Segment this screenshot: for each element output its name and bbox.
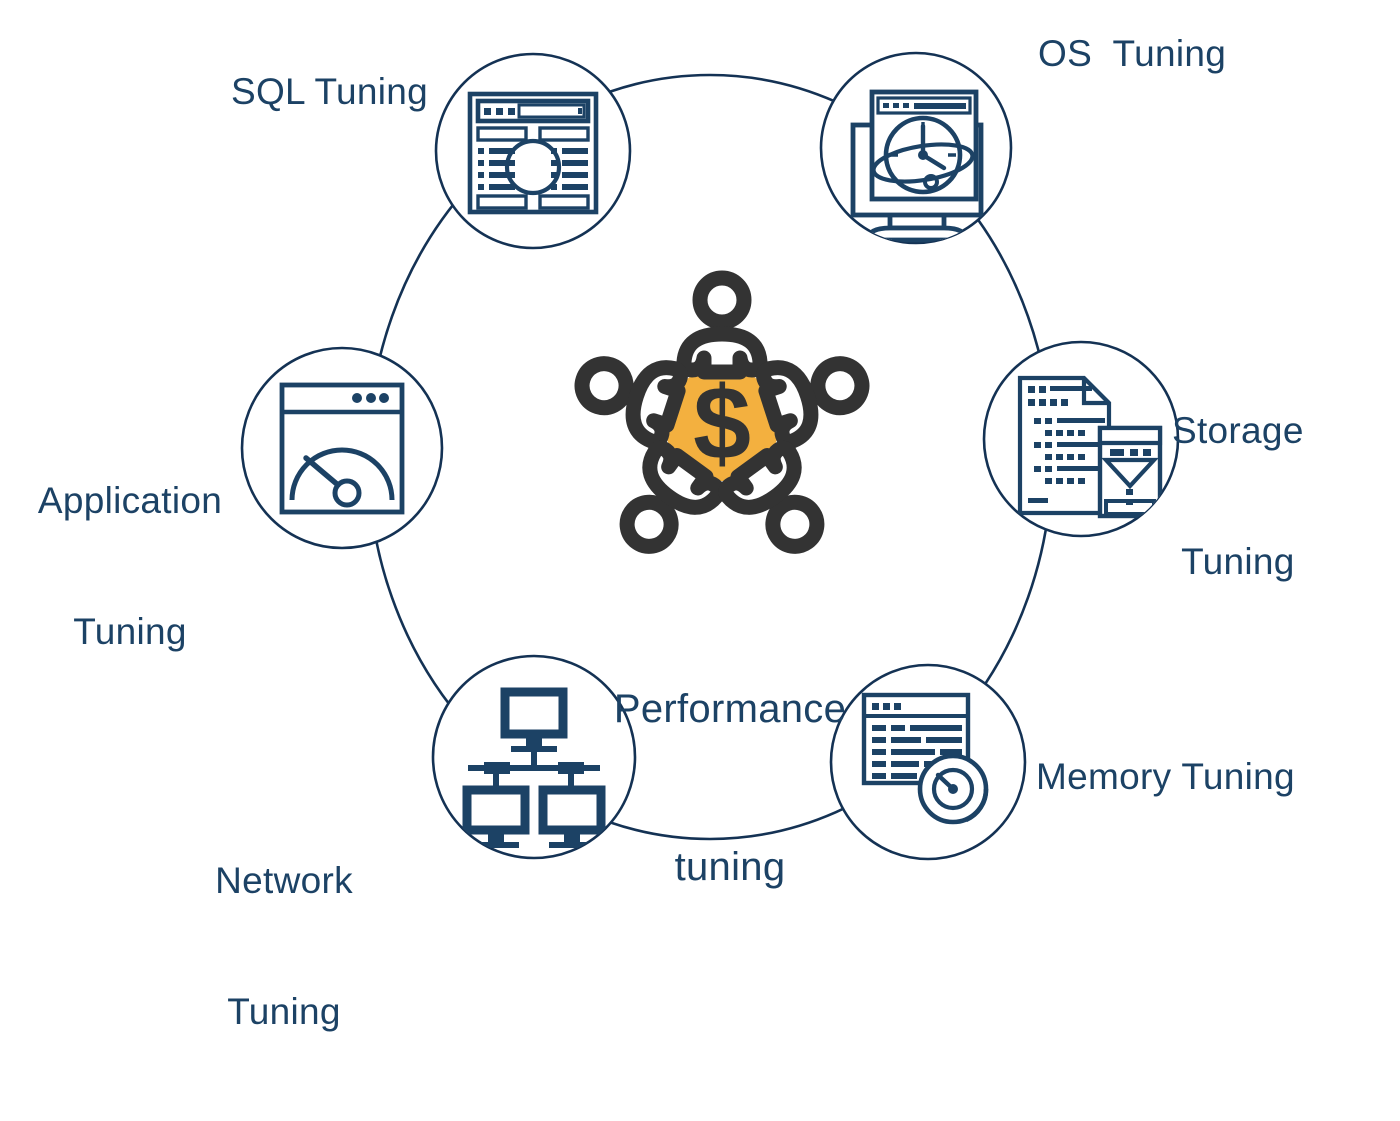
person-right-upper (756, 356, 870, 450)
label-os-tuning: OS Tuning (1038, 33, 1227, 74)
team-around-dollar-coin-icon: $ (574, 270, 870, 554)
person-right-lower (718, 440, 825, 554)
label-performance-tuning: Performance tuning (565, 577, 895, 999)
label-memory-tuning: Memory Tuning (1036, 756, 1295, 797)
node-sql-tuning[interactable] (434, 52, 632, 250)
node-memory-tuning[interactable] (829, 663, 1027, 861)
label-storage-line2: Tuning (1181, 541, 1295, 583)
label-sql-tuning: SQL Tuning (231, 71, 429, 112)
network-monitors-icon (462, 687, 606, 848)
label-storage-line1: Storage (1172, 410, 1304, 452)
window-gauge-icon (861, 692, 989, 825)
node-os-tuning[interactable] (819, 51, 1013, 245)
label-network-tuning: Network Tuning (199, 772, 369, 1121)
person-left-lower (619, 440, 726, 554)
node-application-tuning[interactable] (240, 346, 444, 550)
label-network-line1: Network (215, 860, 353, 902)
browser-speedometer-icon (279, 382, 405, 515)
person-left-upper (574, 356, 688, 450)
performance-tuning-diagram: $ (24, 33, 1304, 1033)
dollar-coin (665, 367, 779, 481)
center-label-line2: tuning (674, 844, 786, 889)
person-top (676, 270, 768, 380)
document-hourglass-icon (1017, 375, 1163, 519)
node-network-tuning[interactable] (431, 654, 637, 860)
center-label-line1: Performance (613, 686, 847, 731)
dollar-sign: $ (693, 366, 751, 482)
diagram-canvas: $ (240, 51, 1180, 861)
database-table-window-icon (467, 91, 599, 215)
monitor-clock-globe-icon (850, 89, 984, 243)
node-storage-tuning[interactable] (982, 340, 1180, 538)
label-application-tuning: Application Tuning (24, 392, 236, 741)
label-application-line2: Tuning (73, 611, 187, 653)
label-storage-tuning: Storage Tuning (1172, 322, 1304, 671)
label-application-line1: Application (37, 480, 223, 522)
label-network-line2: Tuning (227, 991, 341, 1033)
